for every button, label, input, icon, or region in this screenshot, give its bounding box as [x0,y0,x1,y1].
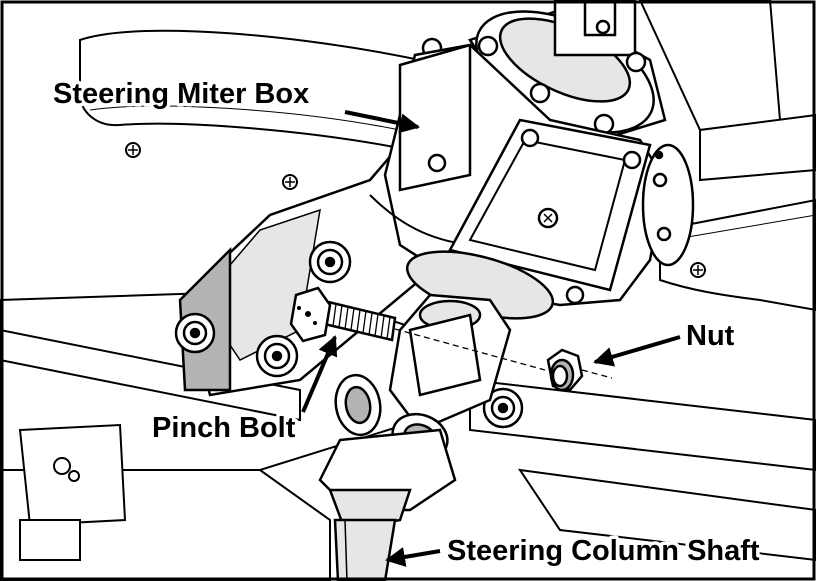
callout-column-shaft: Steering Column Shaft [385,532,763,571]
nut [546,348,613,392]
steering-miter-box [369,0,695,320]
label-miter-box: Steering Miter Box [53,78,309,110]
label-nut: Nut [686,320,735,352]
label-column-shaft: Steering Column Shaft [447,535,760,567]
callout-nut: Nut [593,317,738,367]
arrow-pinch-bolt [301,335,338,413]
frame-screws [53,142,706,482]
arrow-miter-box [344,110,420,134]
universal-joint [318,293,512,581]
callout-pinch-bolt: Pinch Bolt [149,335,338,448]
callout-miter-box: Steering Miter Box [50,75,420,134]
arrow-nut [593,335,681,367]
label-pinch-bolt: Pinch Bolt [152,412,296,444]
arrow-column-shaft [385,547,441,567]
pinch-bolt [289,286,546,371]
bracket-bolts [174,240,524,429]
